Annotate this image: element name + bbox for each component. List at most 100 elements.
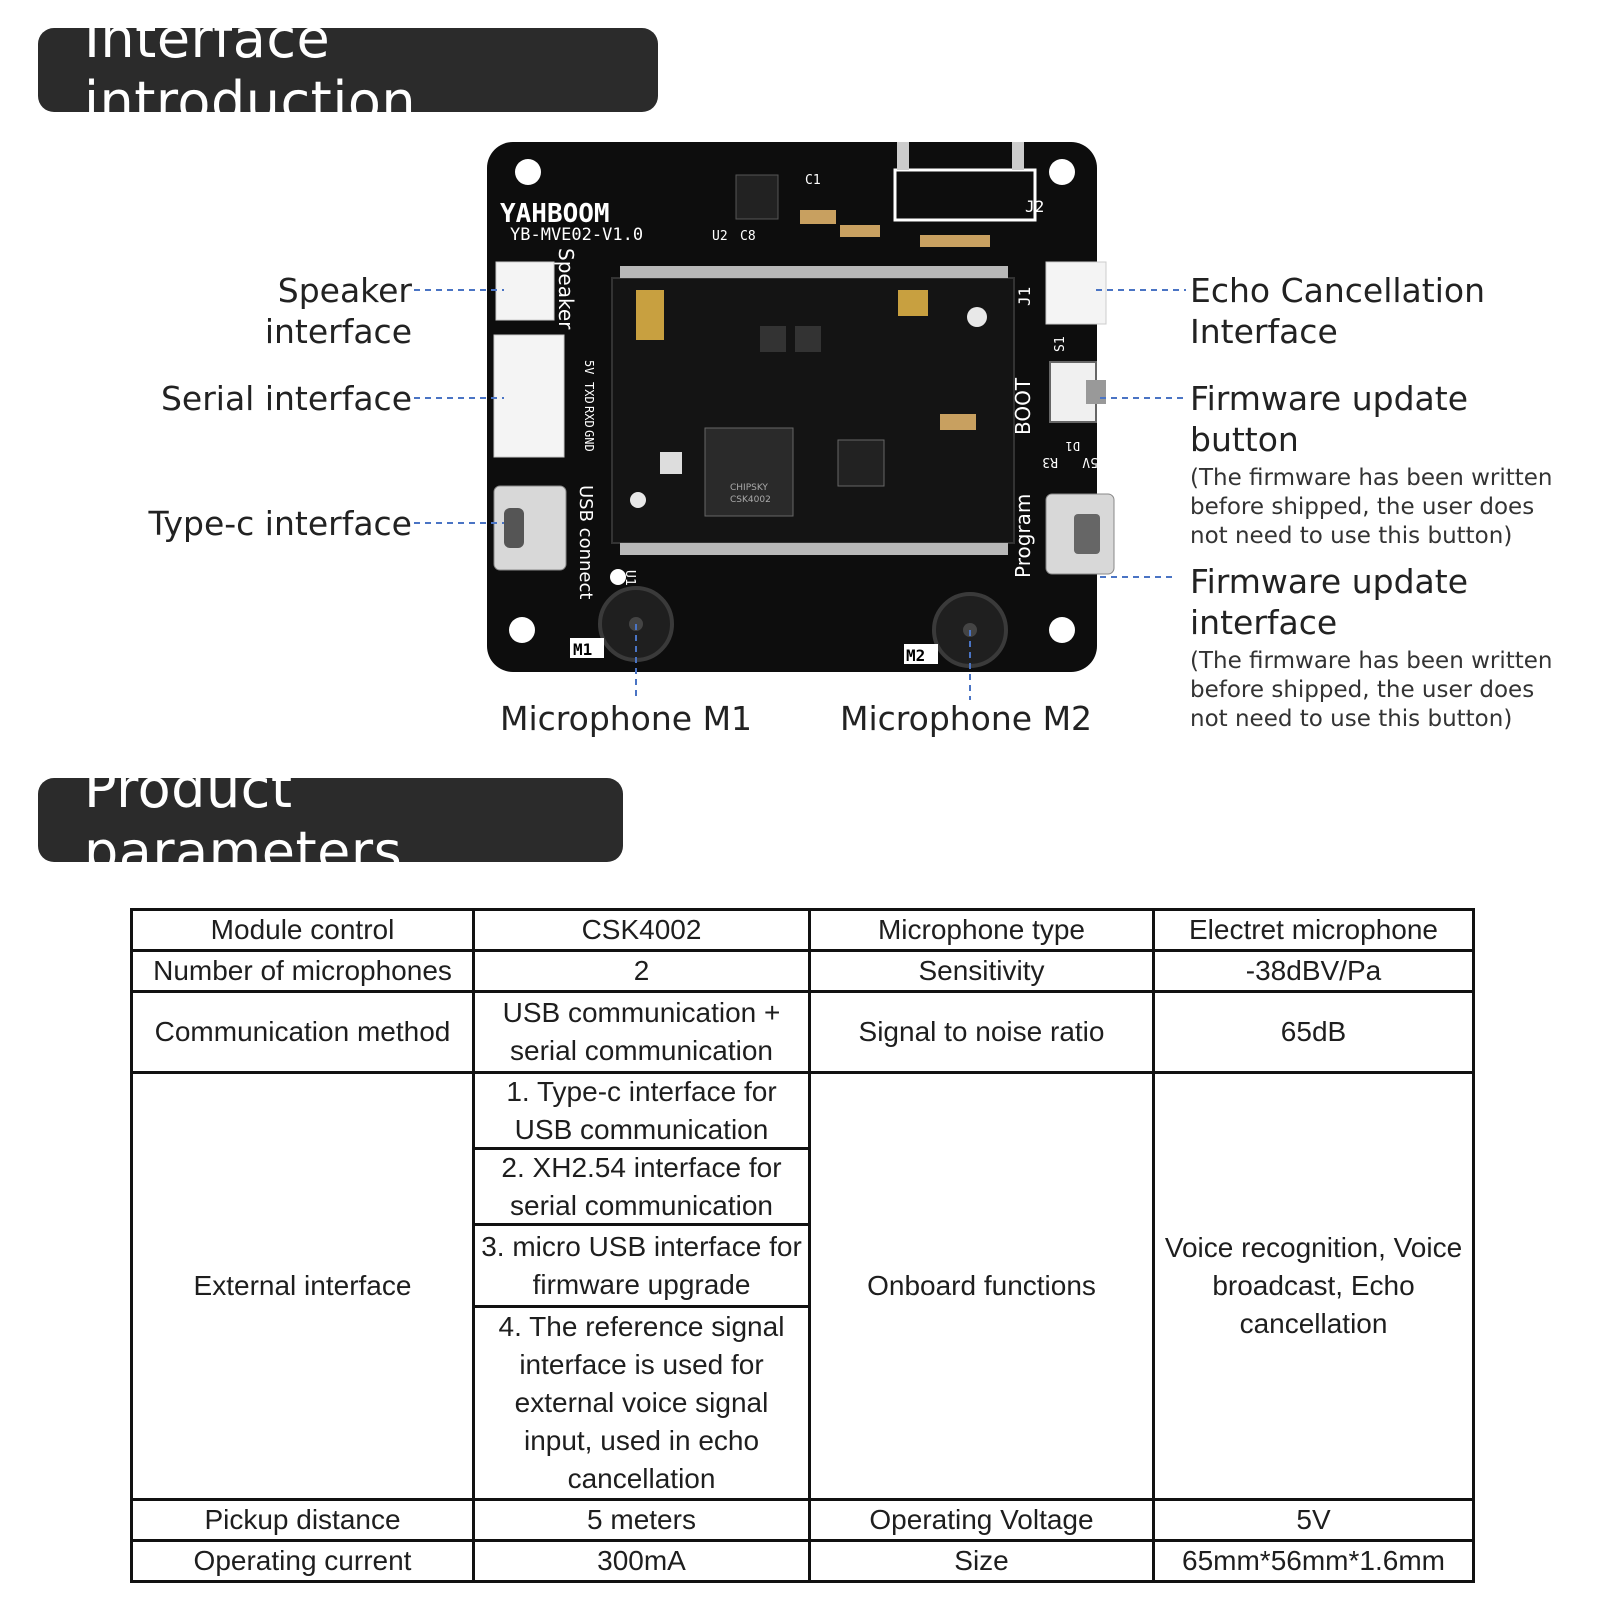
callout-fw-button-line2: button [1190,420,1299,459]
table-cell: Electret microphone [1152,908,1475,952]
table-row: Operating current 300mA Size 65mm*56mm*1… [130,1539,1475,1583]
section-title: Interface introduction [84,7,417,133]
table-cell: Module control [130,908,475,952]
silk-c1: C1 [805,173,821,188]
table-cell: Signal to noise ratio [808,990,1155,1074]
external-interface-item: 4. The reference signal interface is use… [498,1311,785,1494]
table-cell: Operating current [130,1539,475,1583]
serial-connector [493,334,565,458]
section-header-params: Product parameters [38,757,623,883]
table-row: External interface 1. Type-c interface f… [130,1071,1475,1501]
mounting-hole [509,617,535,643]
table-cell-stack: 1. Type-c interface for USB communicatio… [472,1071,811,1501]
component [837,439,885,487]
callout-speaker: Speaker interface [132,270,412,352]
silk-r3: R3 [1042,454,1058,469]
table-cell: Onboard functions [808,1071,1155,1501]
silk-gnd-pin: GND [582,430,596,452]
pin-row-bottom [620,543,1008,555]
label-m2-bg [904,644,938,664]
silk-m2: M2 [906,646,925,665]
silk-5v-right: 5V [1082,454,1098,469]
table-cell: Pickup distance [130,1498,475,1542]
callout-echo: Echo Cancellation Interface [1190,270,1570,352]
table-row: Module control CSK4002 Microphone type E… [130,908,1475,952]
table-cell: CSK4002 [472,908,811,952]
table-cell: External interface [130,1071,475,1501]
silk-program: Program [1011,494,1035,578]
component [660,452,682,474]
callout-serial-text: Serial interface [160,379,412,418]
callout-fw-iface: Firmware update interface (The firmware … [1190,561,1570,734]
table-row: Pickup distance 5 meters Operating Volta… [130,1498,1475,1542]
callout-fw-iface-line1: Firmware update [1190,562,1469,601]
table-cell: Communication method [130,990,475,1074]
component [920,235,990,247]
silk-usb-connect: USB connect [575,485,596,599]
silk-j1: J1 [1015,287,1034,306]
params-table: Module control CSK4002 Microphone type E… [130,908,1475,1583]
chip-u2 [735,174,779,220]
table-cell: 65dB [1152,990,1475,1074]
external-interface-item: 1. Type-c interface for USB communicatio… [476,1076,807,1150]
table-cell: Voice recognition, Voice broadcast, Echo… [1152,1071,1475,1501]
table-cell: Sensitivity [808,949,1155,993]
table-cell: USB communication + serial communication [472,990,811,1074]
callout-typec-text: Type-c interface [148,504,412,543]
speaker-connector [495,261,555,321]
section-header-interface: Interface introduction [38,7,658,133]
silk-u1: U1 [622,570,637,586]
chip-brand: CHIPSKY [730,483,768,493]
module-hole [967,307,987,327]
table-cell: 2 [472,949,811,993]
silk-u2: U2 [712,229,728,244]
callout-fw-button-note: (The firmware has been written before sh… [1190,465,1553,549]
callout-serial: Serial interface [132,378,412,419]
component [800,210,836,224]
table-cell: Number of microphones [130,949,475,993]
callout-fw-iface-line2: interface [1190,603,1338,642]
table-row: Number of microphones 2 Sensitivity -38d… [130,949,1475,993]
table-cell: 5V [1152,1498,1475,1542]
board-brand: YAHBOOM [500,199,610,229]
table-cell: Size [808,1539,1155,1583]
silk-rxd-pin: RXD [582,406,596,428]
silk-s1: S1 [1053,336,1068,352]
typec-connector [493,485,567,571]
section-title: Product parameters [84,757,403,883]
callout-mic1: Microphone M1 [500,698,780,739]
callout-mic2-text: Microphone M2 [840,699,1093,738]
silk-txd-pin: TXD [582,382,596,404]
component [760,326,786,352]
board-diagram: YAHBOOM YB-MVE02-V1.0 U2 C8 C1 J2 CHIPSK… [414,142,1186,700]
callout-mic2: Microphone M2 [840,698,1120,739]
silk-c8: C8 [740,229,756,244]
mounting-hole [1049,159,1075,185]
module-hole [630,492,646,508]
chip-model: CSK4002 [730,495,771,505]
silk-speaker: Speaker [554,248,578,330]
u1-marker [610,569,626,585]
table-cell: 5 meters [472,1498,811,1542]
connector-j2 [893,168,1037,222]
mounting-hole [515,159,541,185]
component [898,290,928,316]
mounting-hole [1049,617,1075,643]
table-cell: -38dBV/Pa [1152,949,1475,993]
pin-row-top [620,266,1008,278]
connector-j2-tab [1012,142,1024,170]
silk-j2: J2 [1025,197,1044,216]
silk-boot: BOOT [1011,377,1035,435]
component [940,414,976,430]
micro-usb-port [1074,514,1100,554]
table-cell: 65mm*56mm*1.6mm [1152,1539,1475,1583]
echo-connector [1045,261,1107,325]
silk-d1: D1 [1066,439,1080,453]
silk-m1: M1 [573,640,592,659]
callout-speaker-text: Speaker interface [264,271,412,351]
callout-fw-button-line1: Firmware update [1190,379,1469,418]
external-interface-item: 3. micro USB interface for firmware upgr… [476,1226,807,1308]
callout-fw-button: Firmware update button (The firmware has… [1190,378,1570,551]
table-cell: 300mA [472,1539,811,1583]
callout-fw-iface-note: (The firmware has been written before sh… [1190,648,1553,732]
